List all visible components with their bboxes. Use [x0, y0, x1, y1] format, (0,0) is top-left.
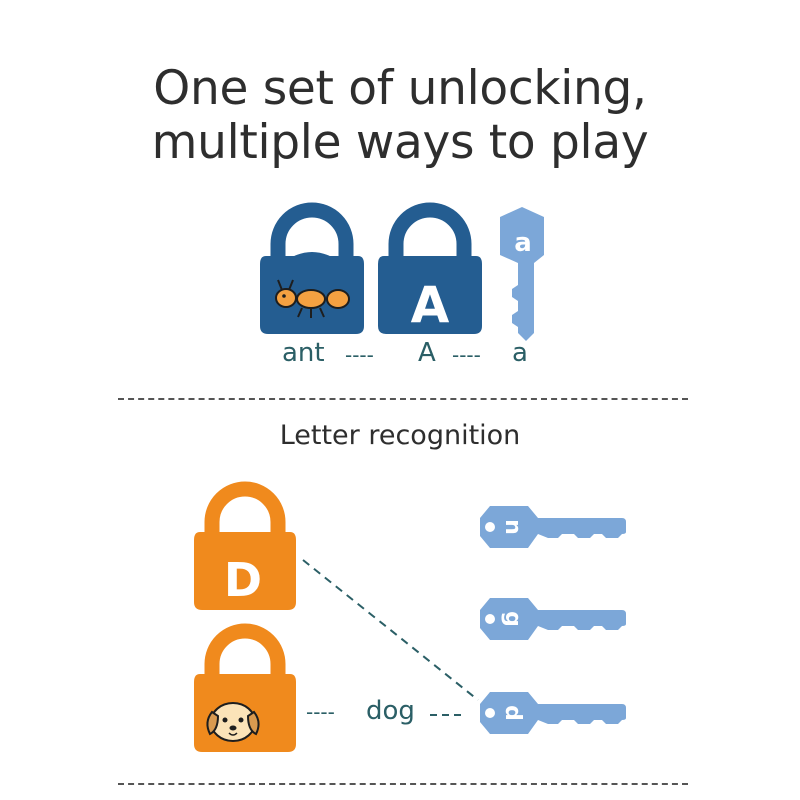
bottom-divider — [118, 783, 688, 785]
key-n-icon: n — [480, 506, 626, 548]
letter-d-padlock-icon: D — [194, 481, 296, 610]
key-letter-d: d — [500, 705, 525, 721]
key-d-icon: d — [480, 692, 626, 734]
title-line-1: One set of unlocking, — [153, 61, 647, 116]
caption-dash-2: ---- — [452, 343, 481, 367]
puppy-icon — [206, 702, 260, 742]
dog-dash-left: ---- — [306, 700, 335, 724]
puppy-padlock-icon — [194, 623, 296, 752]
key-letter: a — [514, 228, 532, 258]
section-title: Letter recognition — [279, 420, 521, 451]
caption-dog: dog — [366, 696, 415, 726]
letter-a-padlock-icon: A — [378, 202, 482, 334]
lock-letter-d: D — [224, 553, 262, 607]
ant-padlock-icon — [260, 202, 364, 334]
letter-a-key-icon: a — [500, 207, 544, 341]
key-g-icon: g — [480, 598, 626, 640]
title-line-2: multiple ways to play — [151, 115, 649, 170]
caption-lower: a — [512, 338, 528, 368]
connector-d-to-key — [302, 559, 479, 701]
caption-dash-1: ---- — [345, 343, 374, 367]
section-divider — [118, 398, 688, 400]
key-letter-n: n — [500, 519, 525, 535]
ant-icon — [275, 279, 350, 318]
page-title: One set of unlocking, multiple ways to p… — [0, 62, 800, 170]
key-letter-g: g — [500, 611, 525, 627]
lock-letter: A — [411, 276, 450, 334]
caption-word: ant — [282, 338, 325, 368]
caption-upper: A — [418, 338, 436, 368]
